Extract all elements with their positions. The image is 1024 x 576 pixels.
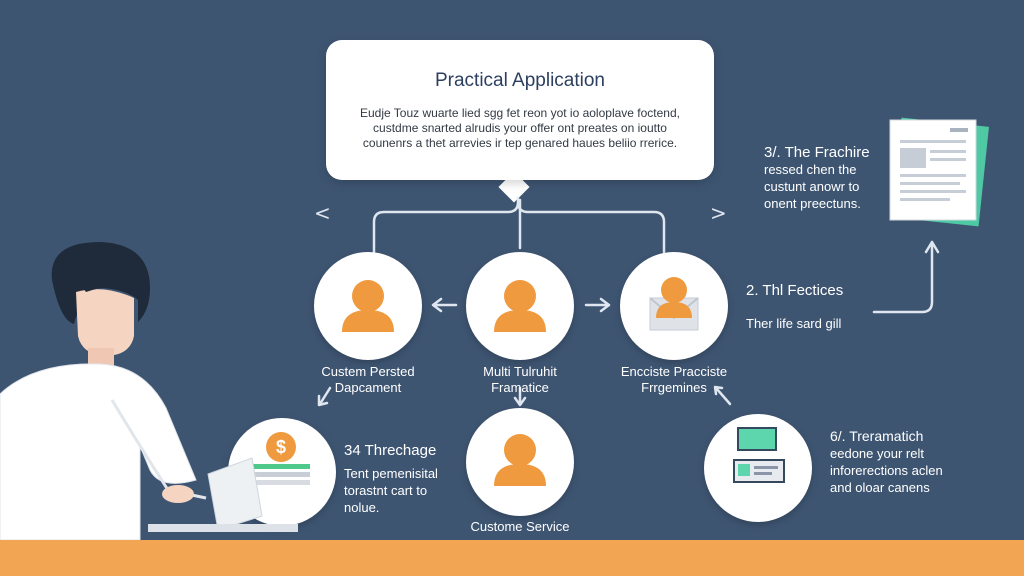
person-at-laptop-illustration: [0, 242, 298, 540]
speech-bubble: Practical Application Eudje Touz wuarte …: [326, 40, 714, 180]
node-transformation: [704, 414, 812, 522]
document-icon: [889, 117, 989, 227]
label-node-enterprise-practice: Encciste Pracciste Frrgemines: [620, 364, 728, 395]
nav-left-icon: <: [314, 201, 331, 225]
node-multi-framework: [466, 252, 574, 360]
info-item-2: 2. Thl Fectices Ther life sard gill: [746, 282, 844, 331]
person-icon: [494, 280, 546, 332]
node-enterprise-practice: [620, 252, 728, 360]
info-item-6: 6/. Treramatich eedone your relt inforer…: [830, 428, 943, 495]
person-icon: [494, 434, 546, 486]
bracket-connector: [372, 196, 666, 254]
label-node-multi-framework: Multi Tulruhit Framatice: [483, 364, 557, 395]
dollar-coin-icon: $: [266, 432, 296, 462]
arrow-right-node-to-dashboard: [713, 385, 732, 406]
info-item-34: 34 Threchage Tent pemenisital torastnt c…: [344, 442, 438, 515]
arrow-center-to-left: [431, 297, 458, 313]
info-item-3: 3/. The Frachire ressed chen the custunt…: [764, 144, 870, 211]
nav-right-icon: >: [710, 201, 727, 225]
floor-strip: [0, 540, 1024, 576]
list-bars-icon: [252, 464, 310, 485]
dashboard-icon: [733, 427, 785, 483]
label-node-customer-department: Custem Persted Dapcament: [321, 364, 415, 395]
node-customer-service: [466, 408, 574, 516]
arrow-center-to-right: [584, 297, 611, 313]
diagram-title: Practical Application: [434, 70, 606, 91]
arrow-left-node-to-coin: [317, 386, 332, 407]
label-node-customer-service: Custome Service: [470, 519, 570, 534]
return-path-to-document: [872, 240, 940, 314]
diagram-description: Eudje Touz wuarte lied sgg fet reon yot …: [360, 106, 680, 150]
node-customer-department: [314, 252, 422, 360]
person-icon: [342, 280, 394, 332]
envelope-person-icon: [649, 277, 699, 331]
arrow-center-down: [513, 386, 527, 407]
